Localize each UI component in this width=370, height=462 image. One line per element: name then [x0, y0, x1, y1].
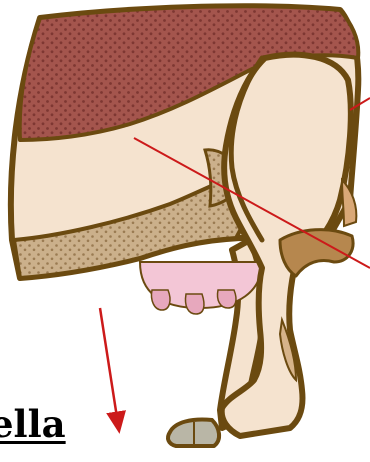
hoof-front — [168, 420, 219, 447]
pointer-arrow-caption — [100, 308, 118, 424]
caption-label: ella — [0, 402, 66, 446]
